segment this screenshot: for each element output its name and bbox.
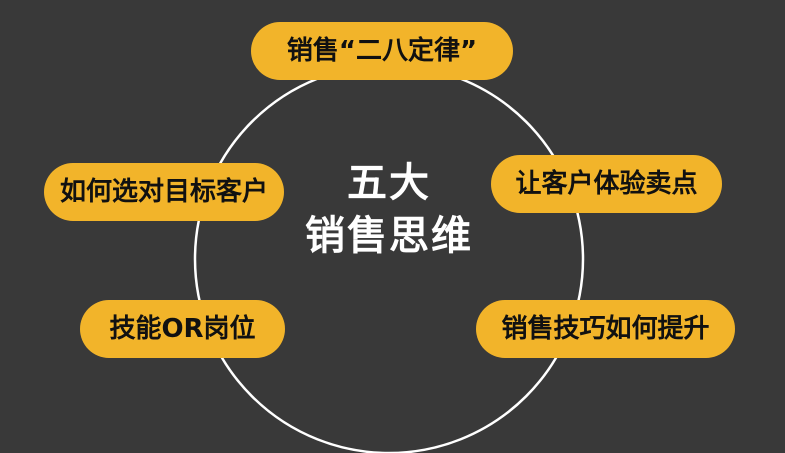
item-pill-bottom-right: 销售技巧如何提升: [476, 300, 735, 358]
center-title-line2: 销售思维: [305, 213, 473, 259]
item-pill-right: 让客户体验卖点: [491, 155, 722, 213]
center-title: 五大 销售思维: [264, 158, 514, 264]
item-pill-top: 销售“二八定律”: [251, 22, 513, 80]
item-pill-bottom-left: 技能OR岗位: [80, 300, 285, 358]
center-title-line1: 五大: [347, 160, 431, 206]
item-pill-left: 如何选对目标客户: [44, 163, 284, 221]
